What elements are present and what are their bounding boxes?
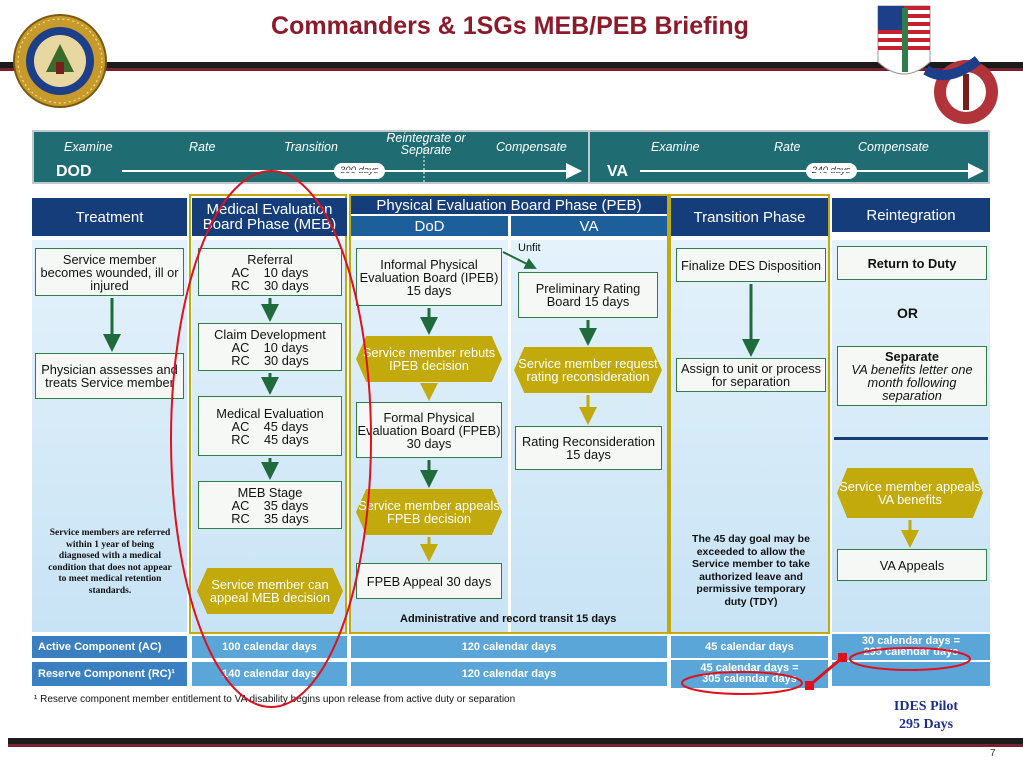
dod-ipeb-box: Informal Physical Evaluation Board (IPEB… <box>356 248 502 306</box>
header-peb: Physical Evaluation Board Phase (PEB) <box>351 196 667 214</box>
band-dod-label: DOD <box>56 163 92 180</box>
band-step-examine: Examine <box>64 140 113 154</box>
va-recon-box: Rating Reconsideration 15 days <box>515 426 662 470</box>
ac-meb-days: 100 calendar days <box>192 636 347 658</box>
dod-appeal-box: Service member appeals FPEB decision <box>356 489 502 535</box>
medical-corps-insignia <box>877 5 998 124</box>
header-bar-accent <box>0 68 1023 71</box>
header-treatment: Treatment <box>32 198 187 236</box>
ac-transition-days: 45 calendar days <box>671 636 828 658</box>
header-transition: Transition Phase <box>671 198 828 236</box>
reint-return-duty-box: Return to Duty <box>837 246 987 280</box>
reint-appeal-va-box: Service member appeals VA benefits <box>837 468 983 518</box>
meb-frame <box>189 194 347 634</box>
band-step-compensate: Compensate <box>496 140 567 154</box>
header-bar <box>0 62 1023 68</box>
reint-separate-box: Separate VA benefits letter one month fo… <box>837 346 987 406</box>
peb-frame <box>349 194 669 634</box>
header-dod: DoD <box>351 216 508 236</box>
band-va-compensate: Compensate <box>858 140 929 154</box>
rc-transition-days: 45 calendar days = 305 calendar days <box>671 660 828 688</box>
army-seal-logo <box>13 14 107 108</box>
treatment-physician-box: Physician assesses and treats Service me… <box>35 353 184 399</box>
band-step-rate: Rate <box>189 140 216 154</box>
band-va-label: VA <box>607 163 629 180</box>
transition-note: The 45 day goal may be exceeded to allow… <box>692 533 810 608</box>
reint-va-appeals-box: VA Appeals <box>837 549 987 581</box>
ac-reintegration-days: 30 calendar days = 295 calendar days <box>832 634 990 660</box>
red-connector-end-1 <box>805 681 814 690</box>
va-prelim-box: Preliminary Rating Board 15 days <box>518 272 658 318</box>
footer-bar <box>8 738 1023 744</box>
reint-days-highlight <box>849 647 971 671</box>
rc-row-label: Reserve Component (RC)¹ <box>32 662 187 686</box>
dod-rebut-box: Service member rebuts IPEB decision <box>356 336 502 382</box>
ac-peb-days: 120 calendar days <box>351 636 667 658</box>
header-meb: Medical Evaluation Board Phase (MEB) <box>192 198 347 236</box>
unfit-arrow <box>502 251 537 269</box>
meb-appeal-box: Service member can appeal MEB decision <box>197 568 343 614</box>
timeline-band: Examine Rate Transition Reintegrate or S… <box>32 130 990 184</box>
reint-divider <box>834 437 988 440</box>
page-title: Commanders & 1SGs MEB/PEB Briefing <box>271 12 749 40</box>
transition-finalize-box: Finalize DES Disposition <box>676 248 826 282</box>
rc-peb-days: 120 calendar days <box>351 662 667 686</box>
band-va-rate: Rate <box>774 140 801 154</box>
band-va-examine: Examine <box>651 140 700 154</box>
reint-or-label: OR <box>897 305 918 321</box>
band-step-transition: Transition <box>284 140 338 154</box>
rc-reintegration-days <box>832 662 990 686</box>
treatment-note: Service members are referred within 1 ye… <box>48 528 172 596</box>
transition-assign-box: Assign to unit or process for separation <box>676 358 826 392</box>
red-connector-end-2 <box>838 653 847 662</box>
red-connector <box>809 656 843 687</box>
header-reintegration: Reintegration <box>832 198 990 232</box>
rc-days-highlight <box>681 671 803 695</box>
footnote: ¹ Reserve component member entitlement t… <box>34 694 516 705</box>
page-number: 7 <box>990 748 996 759</box>
treatment-injured-box: Service member becomes wounded, ill or i… <box>35 248 184 296</box>
dod-fpeb-box: Formal Physical Evaluation Board (FPEB) … <box>356 402 502 458</box>
footer-bar-accent <box>8 744 1023 747</box>
header-va: VA <box>511 216 667 236</box>
dod-fpeb-appeal-box: FPEB Appeal 30 days <box>356 563 502 599</box>
treatment-column <box>32 240 187 632</box>
admin-transit-note: Administrative and record transit 15 day… <box>400 613 617 625</box>
ac-row-label: Active Component (AC) <box>32 636 187 658</box>
va-recon-request-box: Service member request rating reconsider… <box>514 347 662 393</box>
band-step-reintegrate: Reintegrate or Separate <box>386 131 466 157</box>
meb-highlight-ellipse <box>170 170 372 708</box>
unfit-label: Unfit <box>518 242 541 254</box>
transition-frame <box>669 194 830 634</box>
